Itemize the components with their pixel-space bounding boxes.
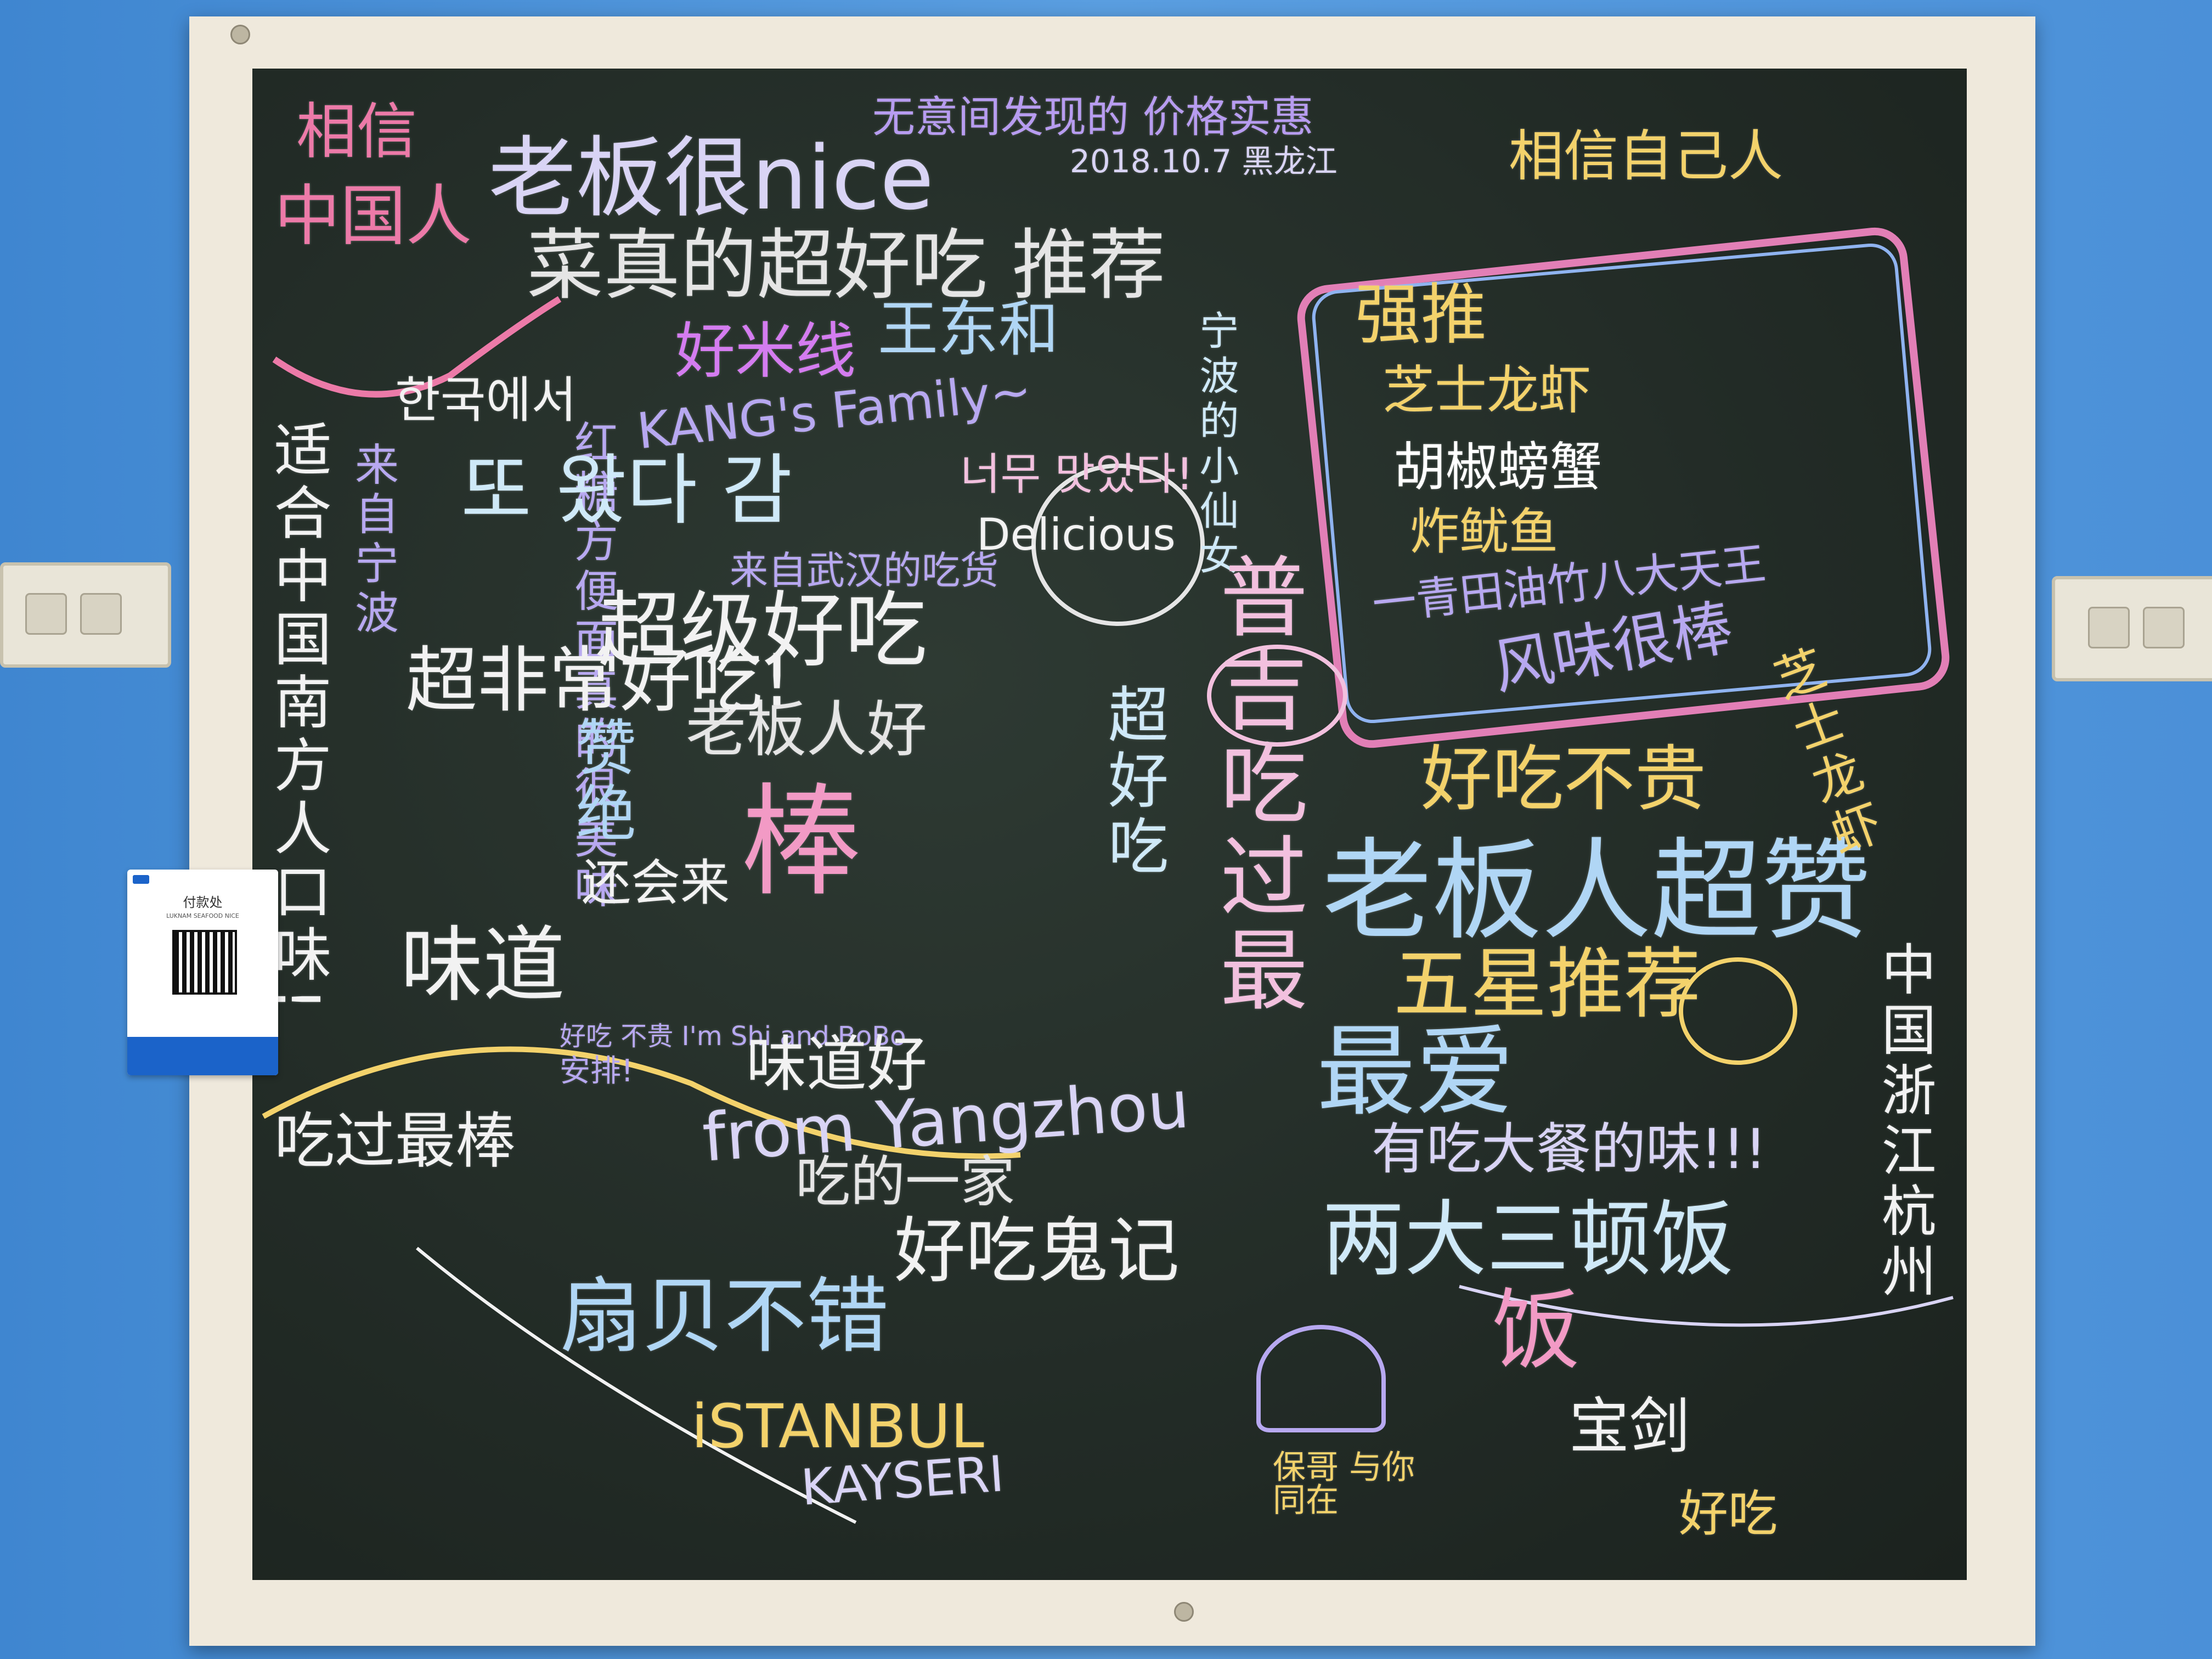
qr-code-icon[interactable] [172,930,237,995]
chalk-text: Delicious [977,509,1176,560]
chalk-text: 菜真的超好吃 推荐 [527,221,1166,311]
logo-doodle [1679,957,1797,1065]
socket-icon [2088,607,2130,648]
chalk-text: 吃过最棒 [274,1106,516,1176]
chalk-text: 老板人好 [686,695,927,765]
alipay-logo-icon [133,875,149,884]
chalk-text: 五星推荐 [1393,940,1701,1029]
chalk-text: 安排! [560,1053,634,1089]
chalk-text: 中国浙江杭州 [1872,941,1936,1303]
chalk-text: 炸鱿鱼 [1410,503,1558,561]
chalk-text: KAYSERI [799,1445,1006,1517]
qr-card-footer [127,1037,278,1075]
socket-icon [25,593,67,635]
socket-icon [2143,607,2185,648]
smiley-doodle [1031,464,1205,626]
chalk-text: 强推 [1355,277,1487,353]
bowl-doodle [1207,645,1347,747]
qr-card-title: 付款处 [183,895,223,910]
chalk-text: 또 왔다 감 [461,446,793,535]
chalk-text: 中国人 [274,178,472,255]
chalk-text: 无意间发现的 价格实惠 [872,93,1314,142]
qr-card-subtitle: LUKNAM SEAFOOD NICE [166,912,239,919]
chalk-text: 胡椒螃蟹 [1393,437,1602,498]
chalk-text: 好吃鬼记 [894,1209,1180,1293]
chalkboard: 相信 中国人 无意间发现的 价格实惠 老板很nice 2018.10.7 黑龙江… [252,69,1967,1580]
screw-icon [1174,1602,1194,1622]
chalk-text: 来自宁波 [348,442,399,639]
socket-icon [80,593,122,635]
chalk-text: 好吃 不贵 I'm Shi and BoBo [560,1021,906,1052]
payment-qr-card[interactable]: 付款处 LUKNAM SEAFOOD NICE [127,870,278,1075]
chalk-text: 有吃大餐的味!!! [1372,1117,1767,1181]
chalk-text: 红糖方便面真的很美味 [567,420,618,913]
chalk-text: 宝剑 [1569,1391,1690,1462]
chalk-text: 饭 [1492,1279,1581,1381]
chalk-lines [262,296,1954,1524]
chalk-text: 味道好 [746,1029,927,1099]
chalk-text: 赞绝 [566,716,636,848]
chalk-text: 2018.10.7 黑龙江 [1070,143,1338,180]
chalk-text: 芝士龙虾 [1383,360,1592,421]
chalk-text: 老板很nice [488,127,934,229]
chalk-text: 普吉吃过最 [1205,551,1308,1018]
chalk-text: 来自武汉的吃货 [730,548,998,593]
wall-outlet-right [2052,576,2212,681]
chalk-text: 好吃不贵 [1421,737,1707,821]
chalk-text: 老板人超赞 [1322,827,1871,955]
chalk-text: 너무 맛있다! [960,449,1194,500]
heart-doodle [1256,1325,1386,1432]
chalk-text: 好米线 [675,316,856,386]
chalk-text: 扇贝不错 [560,1269,889,1364]
chalk-text: 味道 [400,918,566,1013]
screw-icon [230,25,250,44]
chalk-text: 相信自己人 [1509,124,1783,188]
chalk-text: 超非常好吃! [406,639,792,722]
wall-outlet-left [0,562,171,668]
chalk-text: 한국에서 [395,371,577,429]
chalk-text: 棒 [741,772,862,912]
chalk-text: 两大三顿饭 [1322,1192,1734,1288]
chalk-text: 好吃 [1679,1485,1778,1543]
chalk-text: 超好吃 [1098,683,1168,881]
chalk-text: 王东和 [878,294,1059,364]
chalk-text: 保哥 与你同在 [1273,1448,1415,1520]
chalk-text: iSTANBUL [691,1391,984,1462]
chalk-text: 最爱 [1317,1015,1515,1130]
chalk-text: 宁波的小仙女 [1193,310,1239,580]
chalk-text: 超级好吃 [598,583,928,679]
chalk-text: 还会来 [582,854,730,912]
chalk-text: 吃的一家 [795,1150,1015,1214]
chalk-text: 相信 [296,97,417,167]
